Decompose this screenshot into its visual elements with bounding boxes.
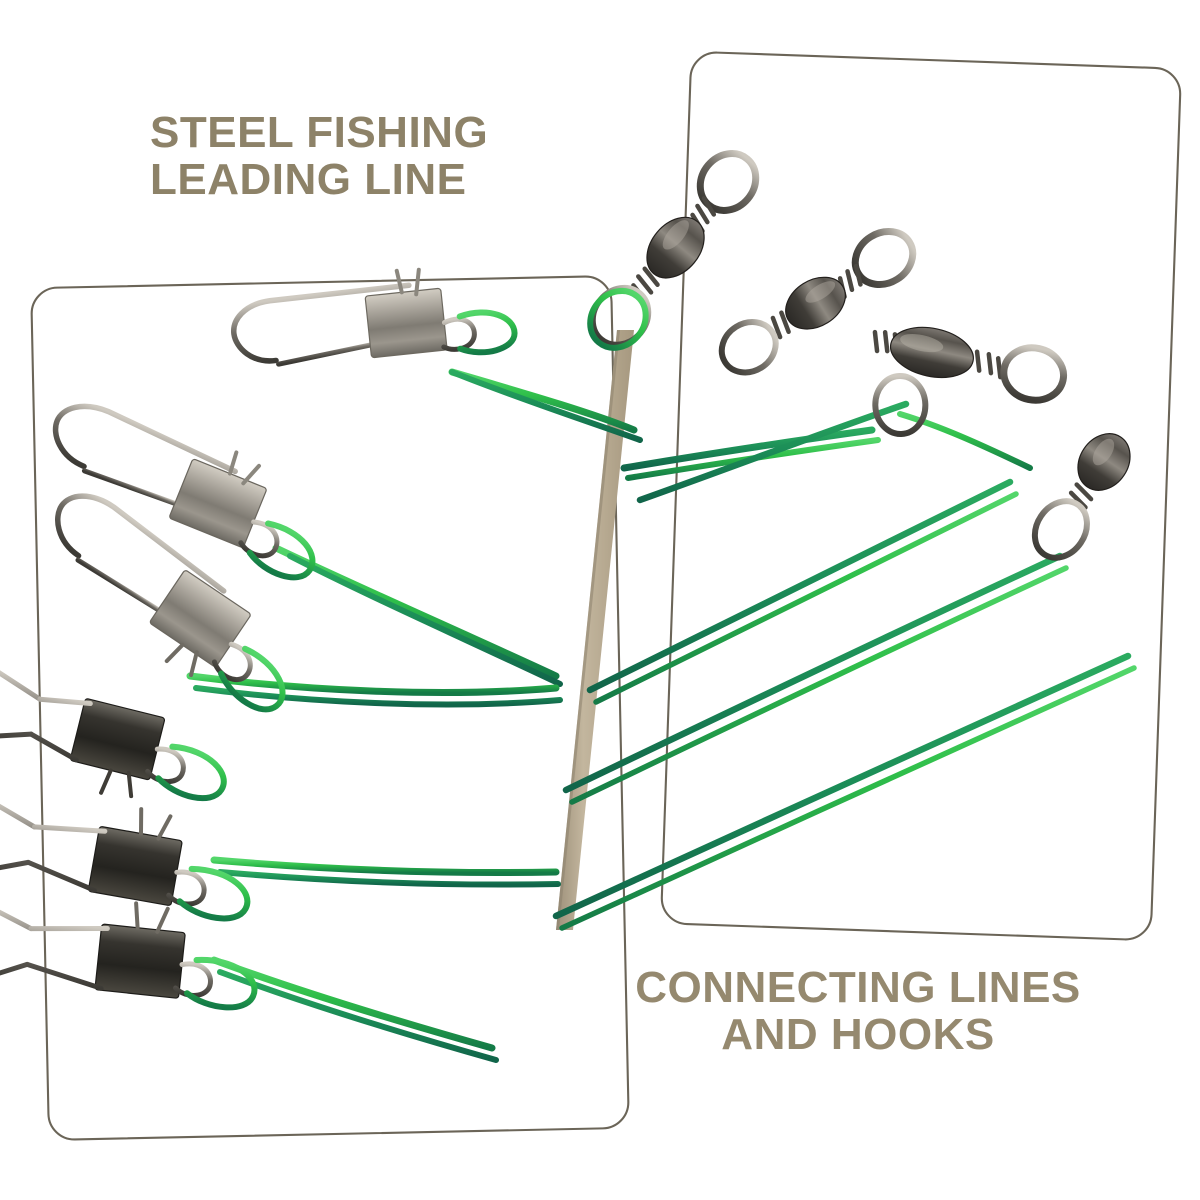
caption-connecting-lines-and-hooks: CONNECTING LINES AND HOOKS (635, 963, 1081, 1059)
snap-clip-6 (0, 901, 258, 1011)
snap-clip-1 (231, 267, 518, 367)
right-card (660, 51, 1182, 941)
barrel-swivel-center (872, 326, 1068, 437)
snap-clip-4 (0, 666, 227, 802)
caption-steel-fishing-leading-line: STEEL FISHING LEADING LINE (150, 108, 489, 204)
snap-clip-5 (0, 795, 251, 922)
right-card-green-wires (552, 400, 1137, 931)
barrel-swivel-top-mid (718, 228, 917, 376)
snap-clip-2 (52, 403, 316, 581)
barrel-swivel-top-left (587, 150, 760, 351)
snap-clip-3 (55, 493, 286, 713)
card-overlap-seam (556, 330, 634, 930)
barrel-swivel-right-edge (1031, 433, 1131, 561)
